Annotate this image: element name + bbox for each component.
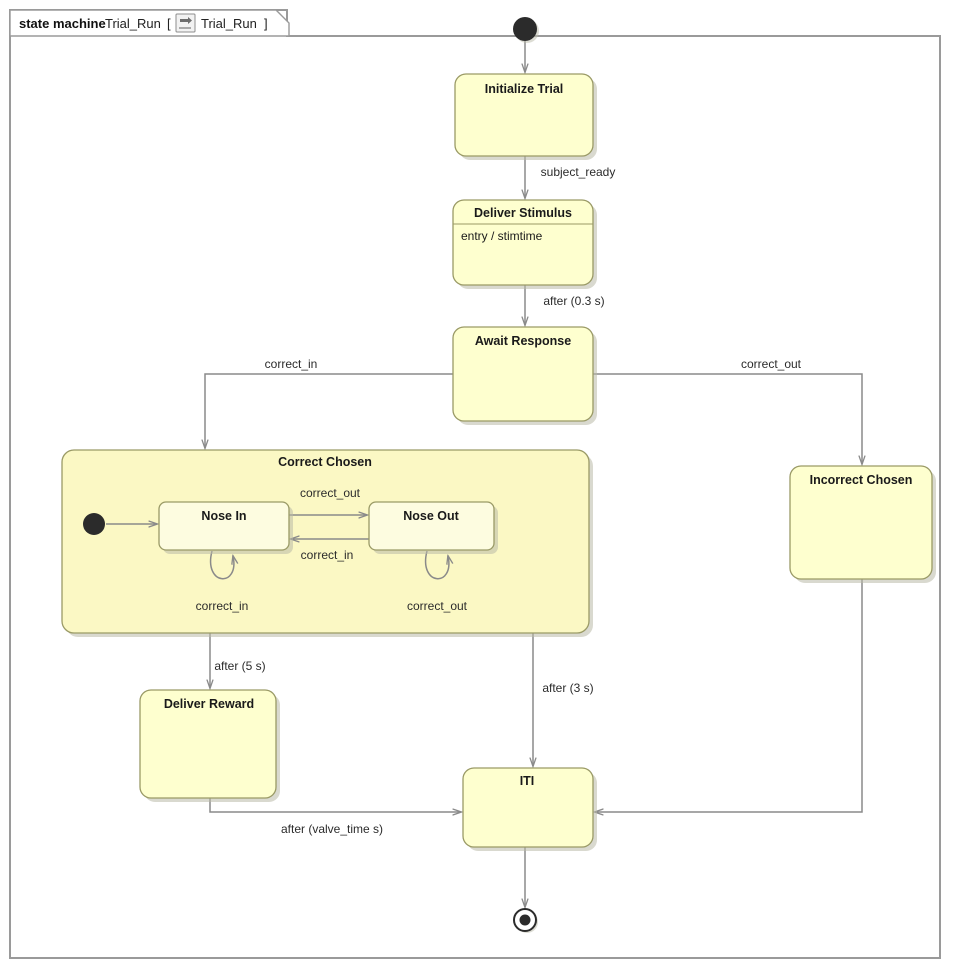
state-incorrect-chosen-title: Incorrect Chosen [810, 473, 913, 487]
state-iti-box[interactable] [462, 767, 594, 848]
transition-label-after-5s: after (5 s) [214, 659, 265, 673]
frame-outline [9, 9, 941, 959]
transition-incorrect-chosen-to-iti [595, 579, 863, 812]
pseudostate-initial-top [513, 17, 539, 43]
state-deliver-reward[interactable]: Deliver Reward [139, 689, 280, 802]
state-incorrect-chosen[interactable]: Incorrect Chosen [789, 465, 936, 583]
state-initialize-trial-title: Initialize Trial [485, 82, 564, 96]
transition-label-subject-ready: subject_ready [541, 165, 616, 179]
state-initialize-trial-box[interactable] [454, 73, 594, 157]
transition-await-response-to-incorrect-chosen [593, 373, 862, 464]
state-deliver-reward-box[interactable] [139, 689, 277, 799]
transition-label-correct-in-branch: correct_in [265, 357, 318, 371]
transition-label-after-valve-time: after (valve_time s) [281, 822, 383, 836]
frame-qualified-name: Trial_Run [201, 16, 257, 31]
diagram-frame: state machine Trial_Run [ Trial_Run ] [9, 9, 941, 959]
state-iti-title: ITI [520, 774, 535, 788]
frame-name: Trial_Run [105, 16, 161, 31]
state-nose-out-title: Nose Out [403, 509, 459, 523]
state-await-response[interactable]: Await Response [452, 326, 597, 425]
state-correct-chosen-box[interactable] [61, 449, 590, 634]
frame-keyword: state machine [19, 16, 106, 31]
transition-nose-out-self-loop [424, 550, 449, 580]
state-deliver-stimulus[interactable]: Deliver Stimulus entry / stimtime [452, 199, 597, 289]
transition-label-after-0-3s: after (0.3 s) [543, 294, 604, 308]
final-state [513, 908, 538, 933]
transition-label-after-3s: after (3 s) [542, 681, 593, 695]
state-await-response-title: Await Response [475, 334, 571, 348]
state-nose-in[interactable]: Nose In [158, 501, 293, 554]
transition-label-correct-out-inner: correct_out [300, 486, 361, 500]
state-initialize-trial[interactable]: Initialize Trial [454, 73, 597, 160]
state-nose-out-box[interactable] [368, 501, 495, 551]
frame-bracket-close: ] [264, 16, 268, 31]
frame-bracket-open: [ [167, 16, 171, 31]
transition-label-correct-out-branch: correct_out [741, 357, 802, 371]
transition-label-nose-out-self: correct_out [407, 599, 468, 613]
transition-nose-in-self-loop [209, 550, 234, 580]
state-deliver-stimulus-title: Deliver Stimulus [474, 206, 572, 220]
composite-inner-transitions: correct_out correct_in correct_in correc… [106, 486, 468, 613]
state-correct-chosen[interactable]: Correct Chosen [61, 449, 593, 637]
transition-deliver-reward-to-iti [209, 798, 461, 812]
state-incorrect-chosen-box[interactable] [789, 465, 933, 580]
state-nose-out[interactable]: Nose Out [368, 501, 498, 554]
state-await-response-box[interactable] [452, 326, 594, 422]
state-nose-in-box[interactable] [158, 501, 290, 551]
statemachine-doc-icon [175, 13, 196, 33]
transition-label-nose-in-self: correct_in [196, 599, 249, 613]
state-deliver-stimulus-entry-action: entry / stimtime [461, 229, 543, 243]
state-deliver-reward-title: Deliver Reward [164, 697, 254, 711]
frame-tab [9, 9, 290, 37]
state-nose-in-title: Nose In [201, 509, 246, 523]
transition-label-correct-in-inner: correct_in [301, 548, 354, 562]
state-correct-chosen-title: Correct Chosen [278, 455, 372, 469]
state-iti[interactable]: ITI [462, 767, 597, 851]
transition-await-response-to-correct-chosen [205, 373, 453, 448]
state-deliver-stimulus-box[interactable] [452, 199, 594, 286]
pseudostate-initial-correct-chosen [83, 513, 105, 535]
